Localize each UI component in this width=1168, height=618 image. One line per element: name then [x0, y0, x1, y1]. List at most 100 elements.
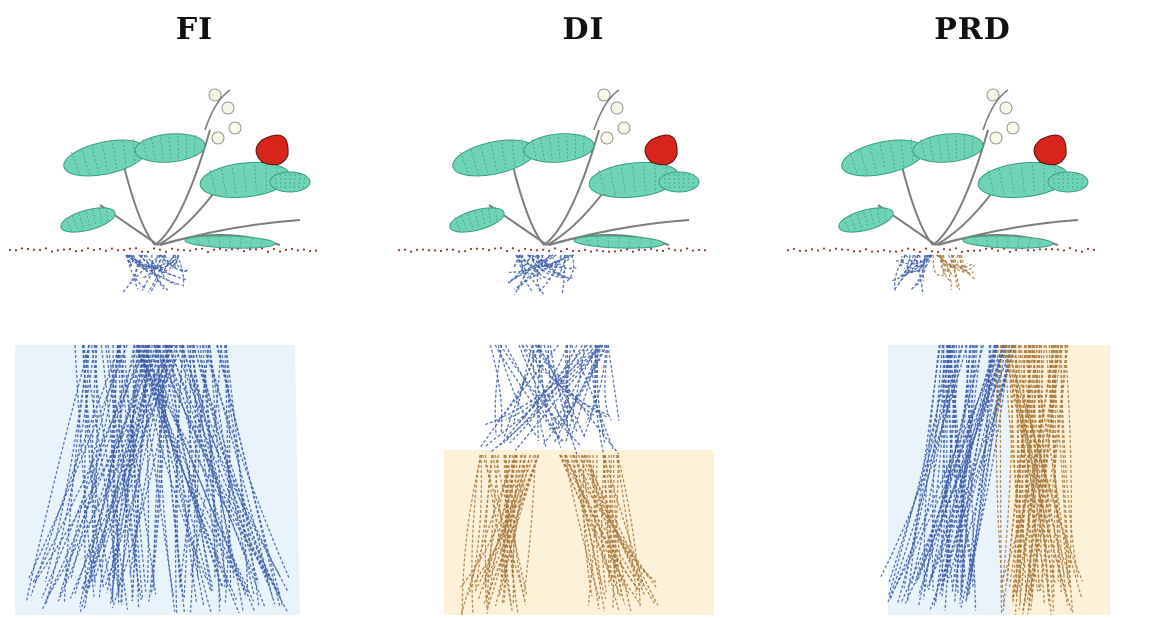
panel-di: DI [389, 0, 778, 618]
soil-dot [183, 249, 185, 251]
soil-dot [428, 249, 430, 251]
soil-dot [692, 250, 694, 252]
leaf [1048, 172, 1088, 192]
soil-dot [805, 250, 807, 252]
soil-dot [644, 249, 646, 251]
flower [601, 132, 613, 144]
soil-dot [877, 250, 879, 252]
soil-dot [105, 250, 107, 252]
leaf [912, 131, 984, 165]
upper-roots-right [933, 255, 975, 290]
soil-dot [1087, 248, 1089, 250]
soil-dot [123, 249, 125, 251]
flower [611, 102, 623, 114]
soil-dot [841, 248, 843, 250]
soil-dot [530, 249, 532, 251]
soil-dot [614, 250, 616, 252]
soil-dot [985, 248, 987, 250]
panel-title: PRD [778, 12, 1167, 47]
soil-dot [883, 249, 885, 251]
soil-dot [835, 248, 837, 250]
soil-dot [9, 249, 11, 251]
soil-dot [500, 247, 502, 249]
soil-dot [129, 248, 131, 250]
soil-dot [1027, 249, 1029, 251]
soil-dot [853, 250, 855, 252]
soil-dot [99, 248, 101, 250]
soil-dot [75, 250, 77, 252]
soil-dot [249, 248, 251, 250]
root-strand [608, 345, 619, 421]
soil-dot [303, 249, 305, 251]
soil-dot [141, 251, 143, 253]
soil-dot [871, 250, 873, 252]
soil-dot [518, 250, 520, 252]
soil-dot [907, 247, 909, 249]
soil-dot [315, 250, 317, 252]
soil-dot [1039, 248, 1041, 250]
soil-dot [823, 247, 825, 249]
soil-dot [482, 248, 484, 250]
soil-dot [45, 247, 47, 249]
soil-dot [297, 249, 299, 251]
flower [209, 89, 221, 101]
soil-dot [602, 250, 604, 252]
leaf [963, 234, 1053, 249]
soil-dot [787, 249, 789, 251]
soil-dot [979, 249, 981, 251]
soil-dot [674, 249, 676, 251]
soil-dot [117, 249, 119, 251]
upper-roots [122, 255, 190, 294]
soil-dot [207, 251, 209, 253]
soil-dot [817, 249, 819, 251]
soil-dot [494, 247, 496, 249]
soil-dot [1063, 249, 1065, 251]
soil-dot [919, 251, 921, 253]
soil-dot [1069, 247, 1071, 249]
soil-dot [596, 249, 598, 251]
strawberry-fruit [645, 135, 677, 165]
leaf [447, 203, 506, 237]
soil-dot [135, 247, 137, 249]
soil-dot [608, 251, 610, 253]
plant-illustration-prd [778, 70, 1167, 618]
soil-dot [273, 248, 275, 250]
soil-dot [1075, 249, 1077, 251]
flower [212, 132, 224, 144]
soil-dot [584, 249, 586, 251]
soil-dot [949, 249, 951, 251]
soil-dot [195, 248, 197, 250]
soil-dot [931, 250, 933, 252]
soil-dot [991, 248, 993, 250]
soil-dot [590, 250, 592, 252]
leaf [574, 234, 664, 249]
soil-dot [859, 250, 861, 252]
soil-surface [787, 247, 1095, 253]
soil-dot [1051, 248, 1053, 250]
soil-dot [1081, 251, 1083, 253]
soil-dot [829, 249, 831, 251]
soil-dot [536, 249, 538, 251]
root-strand [567, 345, 568, 433]
soil-dot [165, 251, 167, 253]
flower [618, 122, 630, 134]
soil-dot [15, 249, 17, 251]
soil-dot [704, 249, 706, 251]
soil-dot [847, 249, 849, 251]
soil-dot [548, 250, 550, 252]
soil-dot [1015, 249, 1017, 251]
soil-dot [793, 248, 795, 250]
soil-dot [668, 247, 670, 249]
flower [1007, 122, 1019, 134]
leaf [58, 203, 117, 237]
soil-dot [650, 248, 652, 250]
soil-dot [410, 251, 412, 253]
soil-dot [177, 249, 179, 251]
soil-dot [57, 249, 59, 251]
soil-dot [446, 248, 448, 250]
soil-dot [111, 248, 113, 250]
soil-dot [997, 250, 999, 252]
soil-dot [464, 250, 466, 252]
soil-dot [656, 249, 658, 251]
leaf [836, 203, 895, 237]
